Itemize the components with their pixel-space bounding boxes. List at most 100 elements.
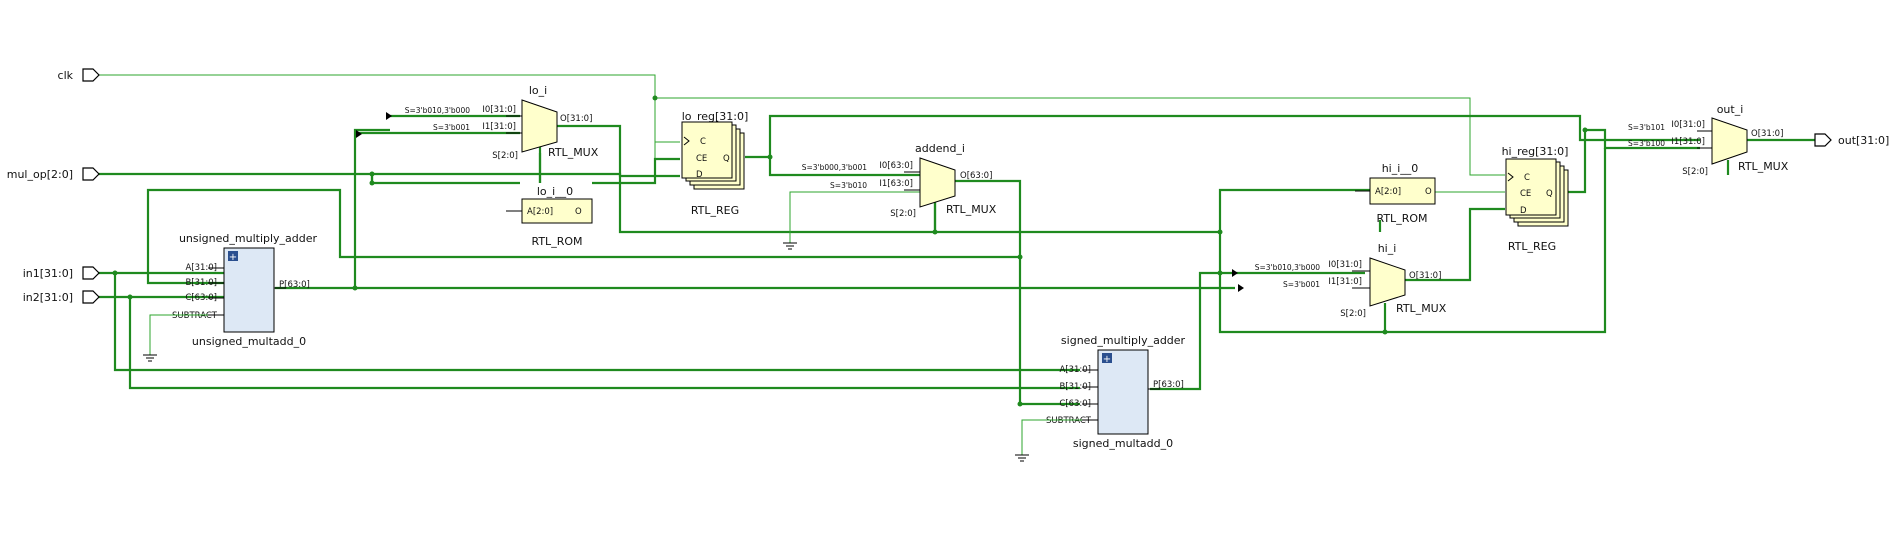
- svg-text:C: C: [1524, 173, 1530, 183]
- input-port-mul_op[interactable]: mul_op[2:0]: [7, 167, 100, 181]
- net-hi_reg-loop[interactable]: [1218, 148, 1607, 334]
- svg-text:O[63:0]: O[63:0]: [960, 171, 992, 181]
- svg-text:I0[31:0]: I0[31:0]: [1671, 120, 1705, 130]
- net-lo_reg-q[interactable]: [745, 114, 1700, 177]
- svg-text:Q: Q: [1546, 189, 1553, 199]
- cell-hi_i__0[interactable]: hi_i__0 A[2:0] O RTL_ROM: [1355, 162, 1436, 225]
- svg-text:I1[31:0]: I1[31:0]: [482, 122, 516, 132]
- inst-name: addend_i: [915, 142, 965, 155]
- svg-text:O[31:0]: O[31:0]: [1751, 129, 1783, 139]
- svg-text:D: D: [1520, 206, 1527, 216]
- ground-icon: [143, 314, 208, 362]
- ground-icon: [783, 242, 797, 250]
- net-addend-out[interactable]: [146, 179, 1022, 285]
- svg-text:O: O: [1425, 187, 1432, 197]
- svg-text:I1[31:0]: I1[31:0]: [1671, 137, 1705, 147]
- svg-text:CE: CE: [1520, 189, 1531, 199]
- cell-type: RTL_ROM: [532, 235, 583, 248]
- net-lo_rom-out[interactable]: [592, 157, 680, 185]
- svg-text:O[31:0]: O[31:0]: [1409, 271, 1441, 281]
- svg-text:I0[31:0]: I0[31:0]: [1328, 260, 1362, 270]
- port-label-out: out[31:0]: [1838, 134, 1889, 147]
- svg-text:C: C: [700, 137, 706, 147]
- svg-text:O[31:0]: O[31:0]: [560, 114, 592, 124]
- port-label-in1: in1[31:0]: [23, 267, 73, 280]
- svg-text:S=3'b010,3'b000: S=3'b010,3'b000: [1255, 263, 1320, 272]
- cell-lo_i[interactable]: lo_i S=3'b010,3'b000 S=3'b001 I0[31:0] I…: [405, 84, 599, 161]
- input-port-in1[interactable]: in1[31:0]: [23, 266, 100, 280]
- svg-text:S=3'b101: S=3'b101: [1628, 123, 1665, 132]
- svg-text:S[2:0]: S[2:0]: [890, 209, 916, 219]
- cell-type: RTL_MUX: [548, 146, 599, 159]
- svg-text:I1[63:0]: I1[63:0]: [879, 179, 913, 189]
- svg-text:S=3'b001: S=3'b001: [1283, 280, 1320, 289]
- net-lo_i-out[interactable]: [557, 124, 680, 178]
- cell-lo_i__0[interactable]: lo_i__0 A[2:0] O RTL_ROM: [506, 185, 593, 248]
- svg-text:B[31:0]: B[31:0]: [185, 278, 217, 288]
- cell-lo_reg[interactable]: lo_reg[31:0] C CE D Q RTL_REG: [681, 110, 749, 217]
- svg-text:I1[31:0]: I1[31:0]: [1328, 277, 1362, 287]
- output-port-out[interactable]: out[31:0]: [1814, 133, 1889, 147]
- inst-name: unsigned_multiply_adder: [179, 232, 318, 245]
- cell-type: RTL_MUX: [1396, 302, 1447, 315]
- cell-type: RTL_MUX: [946, 203, 997, 216]
- svg-text:S=3'b000,3'b001: S=3'b000,3'b001: [802, 163, 867, 172]
- svg-text:S[2:0]: S[2:0]: [492, 151, 518, 161]
- inst-name: lo_reg[31:0]: [682, 110, 749, 123]
- cell-type: RTL_REG: [1508, 240, 1556, 253]
- net-clk[interactable]: [97, 74, 1505, 176]
- inst-name: signed_multiply_adder: [1061, 334, 1186, 347]
- port-label-clk: clk: [58, 69, 74, 82]
- svg-text:Q: Q: [723, 154, 730, 164]
- cell-hi_i[interactable]: hi_i S=3'b010,3'b000 S=3'b001 I0[31:0] I…: [1255, 242, 1447, 319]
- plus-icon: +: [229, 252, 237, 263]
- plus-icon: +: [1103, 354, 1111, 365]
- junctions: [356, 112, 1388, 407]
- port-label-in2: in2[31:0]: [23, 291, 73, 304]
- inst-name: hi_reg[31:0]: [1502, 145, 1569, 158]
- svg-text:C[63:0]: C[63:0]: [185, 293, 217, 303]
- cell-type: RTL_REG: [691, 204, 739, 217]
- svg-text:C[63:0]: C[63:0]: [1059, 399, 1091, 409]
- svg-text:I0[31:0]: I0[31:0]: [482, 105, 516, 115]
- svg-text:S=3'b010: S=3'b010: [830, 181, 867, 190]
- input-port-clk[interactable]: clk: [58, 68, 100, 82]
- inst-name: lo_i: [529, 84, 547, 97]
- cell-type: RTL_MUX: [1738, 160, 1789, 173]
- ground-icon: [1015, 419, 1082, 462]
- svg-text:I0[63:0]: I0[63:0]: [879, 161, 913, 171]
- net-hi_i-out[interactable]: [1405, 207, 1505, 282]
- svg-text:A[31:0]: A[31:0]: [185, 263, 217, 273]
- svg-text:A[2:0]: A[2:0]: [527, 207, 553, 217]
- cell-addend_i[interactable]: addend_i S=3'b000,3'b001 S=3'b010 I0[63:…: [802, 142, 997, 219]
- svg-text:A[2:0]: A[2:0]: [1375, 187, 1401, 197]
- svg-text:P[63:0]: P[63:0]: [279, 280, 310, 290]
- inst-name: hi_i: [1378, 242, 1397, 255]
- svg-text:S[2:0]: S[2:0]: [1340, 309, 1366, 319]
- svg-text:S[2:0]: S[2:0]: [1682, 167, 1708, 177]
- svg-text:O: O: [575, 207, 582, 217]
- svg-text:A[31:0]: A[31:0]: [1059, 365, 1091, 375]
- svg-text:S=3'b001: S=3'b001: [433, 123, 470, 132]
- svg-text:B[31:0]: B[31:0]: [1059, 382, 1091, 392]
- svg-text:S=3'b100: S=3'b100: [1628, 139, 1665, 148]
- net-unsigned-p[interactable]: [275, 114, 1235, 290]
- cell-unsigned_multiply_adder[interactable]: unsigned_multiply_adder + A[31:0] B[31:0…: [172, 232, 318, 348]
- svg-text:S=3'b010,3'b000: S=3'b010,3'b000: [405, 106, 470, 115]
- cell-hi_reg[interactable]: hi_reg[31:0] C CE D Q RTL_REG: [1502, 145, 1569, 253]
- svg-text:D: D: [696, 170, 703, 180]
- inst-name: lo_i__0: [537, 185, 573, 198]
- cell-type: unsigned_multadd_0: [192, 335, 306, 348]
- svg-text:SUBTRACT: SUBTRACT: [1046, 416, 1092, 426]
- input-port-in2[interactable]: in2[31:0]: [23, 290, 100, 304]
- svg-text:P[63:0]: P[63:0]: [1153, 380, 1184, 390]
- wires: [97, 74, 1815, 406]
- inst-name: hi_i__0: [1382, 162, 1419, 175]
- net-signed-p[interactable]: [1150, 271, 1365, 391]
- net-addend-i1[interactable]: [789, 191, 920, 243]
- port-label-mul_op: mul_op[2:0]: [7, 168, 73, 181]
- cell-signed_multiply_adder[interactable]: signed_multiply_adder + A[31:0] B[31:0] …: [1046, 334, 1186, 450]
- cell-out_i[interactable]: out_i S=3'b101 S=3'b100 I0[31:0] I1[31:0…: [1628, 103, 1789, 177]
- svg-text:CE: CE: [696, 154, 707, 164]
